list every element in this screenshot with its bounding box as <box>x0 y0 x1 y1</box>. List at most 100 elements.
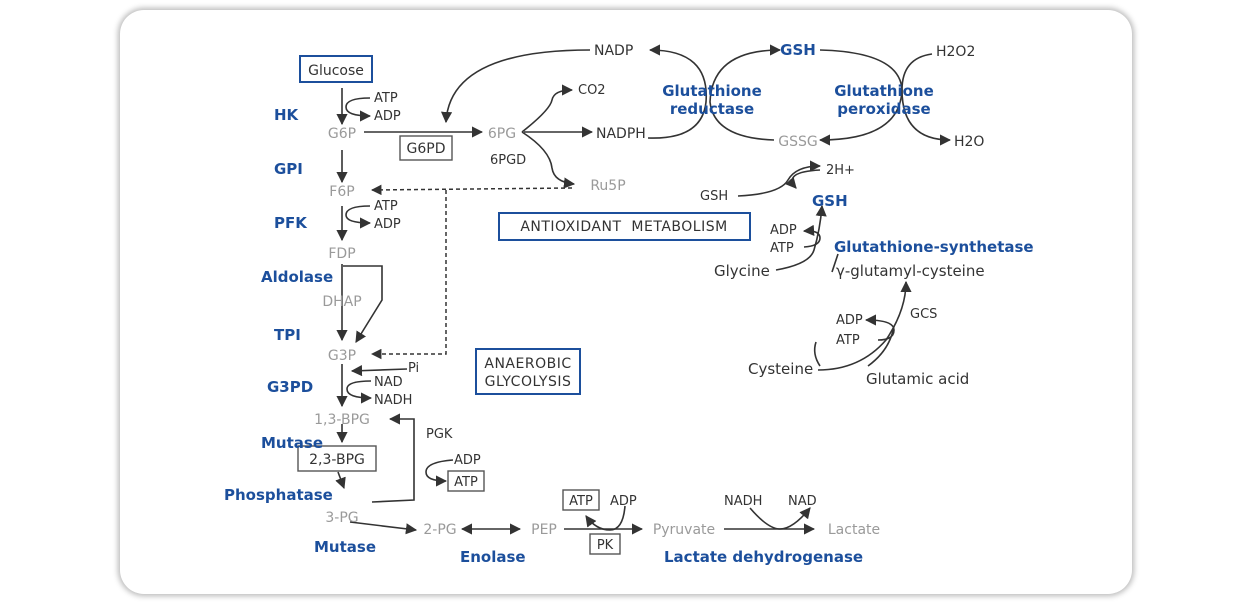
ru5p-label: Ru5P <box>590 178 625 194</box>
enzyme-glutathione-reductase-1: Glutathione <box>662 82 762 100</box>
hk-atp-label: ATP <box>374 91 398 106</box>
nad-label: NAD <box>374 375 403 390</box>
h2o-label: H2O <box>954 134 984 150</box>
pgk-adp-label: ADP <box>454 453 481 468</box>
g6pd-label: G6PD <box>407 141 446 157</box>
gsh-small-label: GSH <box>700 189 728 204</box>
bpg13-label: 1,3-BPG <box>314 412 370 428</box>
g6p-label: G6P <box>328 126 356 142</box>
enzyme-glutathione-peroxidase-2: peroxidase <box>837 100 930 118</box>
6pgd-label: 6PGD <box>490 153 526 168</box>
antioxidant-metabolism-title: ANTIOXIDANT METABOLISM <box>520 219 727 235</box>
enzyme-g3pd: G3PD <box>267 378 313 396</box>
pfk-adp-label: ADP <box>374 217 401 232</box>
enzyme-lactate-dehydrogenase: Lactate dehydrogenase <box>664 548 863 566</box>
g3p-label: G3P <box>328 348 356 364</box>
pfk-atp-adp-curve <box>345 205 372 229</box>
gs-adp-atp-curve <box>802 224 821 248</box>
enzyme-aldolase: Aldolase <box>261 268 333 286</box>
cysteine-label: Cysteine <box>748 360 813 378</box>
pg3-to-pg2-arrow <box>349 521 418 535</box>
enzyme-gpi: GPI <box>274 160 303 178</box>
atp-pgk-label: ATP <box>454 475 478 490</box>
gcs-label: GCS <box>910 307 937 322</box>
glucose-label: Glucose <box>308 63 364 79</box>
6pg-to-ru5p-branch <box>521 131 576 189</box>
pgk-adp-atp-curve <box>425 459 454 487</box>
enzyme-mutase-1: Mutase <box>261 434 323 452</box>
lactate-label: Lactate <box>828 522 880 538</box>
atp-pk-box <box>562 489 600 511</box>
nadh-label: NADH <box>374 393 412 408</box>
enzyme-mutase-2: Mutase <box>314 538 376 556</box>
gs-atp-label: ATP <box>770 241 794 256</box>
enzyme-pfk: PFK <box>274 214 308 232</box>
pk-atp-adp-curve <box>585 505 626 531</box>
nadp-label: NADP <box>594 43 633 59</box>
pathway-diagram: Glucose G6PD ANTIOXIDANT METABOLISM ANAE… <box>224 41 1034 566</box>
gcs-curve <box>817 280 912 371</box>
phosphatase-arrow <box>335 471 346 490</box>
cysteine-bracket <box>813 341 821 367</box>
glutamic-acid-label: Glutamic acid <box>866 370 969 388</box>
atp-pk-label: ATP <box>569 494 593 509</box>
enzyme-glutathione-reductase-2: reductase <box>670 100 754 118</box>
g6pd-nadp-curve <box>440 49 591 124</box>
6pg-label: 6PG <box>488 126 516 142</box>
g6pd-box <box>399 135 453 161</box>
nad-nadh-curve <box>346 380 373 404</box>
enzyme-glutathione-peroxidase-1: Glutathione <box>834 82 934 100</box>
gsh-top-label: GSH <box>780 41 816 59</box>
gamma-glutamyl-cysteine-label: γ-glutamyl-cysteine <box>836 262 985 280</box>
gs-glycine-curve <box>775 204 827 271</box>
glucose-box <box>299 55 373 83</box>
f6p-label: F6P <box>329 184 354 200</box>
ldh-nadh-nad-curve <box>749 507 811 530</box>
gsh-oxidation-curve <box>785 169 821 189</box>
ru5p-to-f6p-dashed <box>370 184 573 196</box>
dashed-to-g3p <box>370 190 447 360</box>
pi-line <box>350 365 408 377</box>
gssg-label: GSSG <box>778 134 817 150</box>
pyruvate-label: Pyruvate <box>653 522 715 538</box>
atp-pgk-box <box>447 470 485 492</box>
pk-label: PK <box>597 538 614 553</box>
enzyme-hk: HK <box>274 106 300 124</box>
pi-label: Pi <box>408 361 419 376</box>
bpg23-label: 2,3-BPG <box>309 452 365 468</box>
enzyme-phosphatase: Phosphatase <box>224 486 333 504</box>
gr-gssg-to-gsh-curve <box>709 44 782 141</box>
gcs-atp-label: ATP <box>836 333 860 348</box>
fdp-dhap-bypass <box>343 265 383 343</box>
dhap-label: DHAP <box>322 294 361 310</box>
enzyme-enolase: Enolase <box>460 548 526 566</box>
pgk-label: PGK <box>426 427 453 442</box>
6pg-to-co2-branch <box>521 84 574 133</box>
gsh-mid-label: GSH <box>812 192 848 210</box>
glycine-label: Glycine <box>714 262 770 280</box>
gcs-adp-atp-curve <box>864 314 895 341</box>
pep-label: PEP <box>531 522 557 538</box>
anaerobic-glycolysis-box <box>475 348 581 395</box>
2h-plus-label: 2H+ <box>826 163 855 178</box>
gs-adp-label: ADP <box>770 223 797 238</box>
gp-h2o2-to-h2o-curve <box>901 53 952 146</box>
antioxidant-metabolism-box <box>498 212 751 241</box>
hk-adp-label: ADP <box>374 109 401 124</box>
gcs-glutamic-curve <box>867 325 895 367</box>
diagram-card: Glucose G6PD ANTIOXIDANT METABOLISM ANAE… <box>120 10 1132 594</box>
ldh-nad-label: NAD <box>788 494 817 509</box>
h2o2-label: H2O2 <box>936 44 975 60</box>
pfk-atp-label: ATP <box>374 199 398 214</box>
anaerobic-title-line1: ANAEROBIC <box>484 356 571 372</box>
pk-box <box>589 533 621 555</box>
bpg23-box <box>297 445 377 472</box>
nadph-label: NADPH <box>596 126 646 142</box>
ldh-nadh-label: NADH <box>724 494 762 509</box>
fdp-label: FDP <box>328 246 355 262</box>
pk-adp-label: ADP <box>610 494 637 509</box>
hk-atp-adp-curve <box>345 97 372 122</box>
pgk-bracket <box>371 413 415 503</box>
enzyme-tpi: TPI <box>274 326 301 344</box>
gcs-adp-label: ADP <box>836 313 863 328</box>
